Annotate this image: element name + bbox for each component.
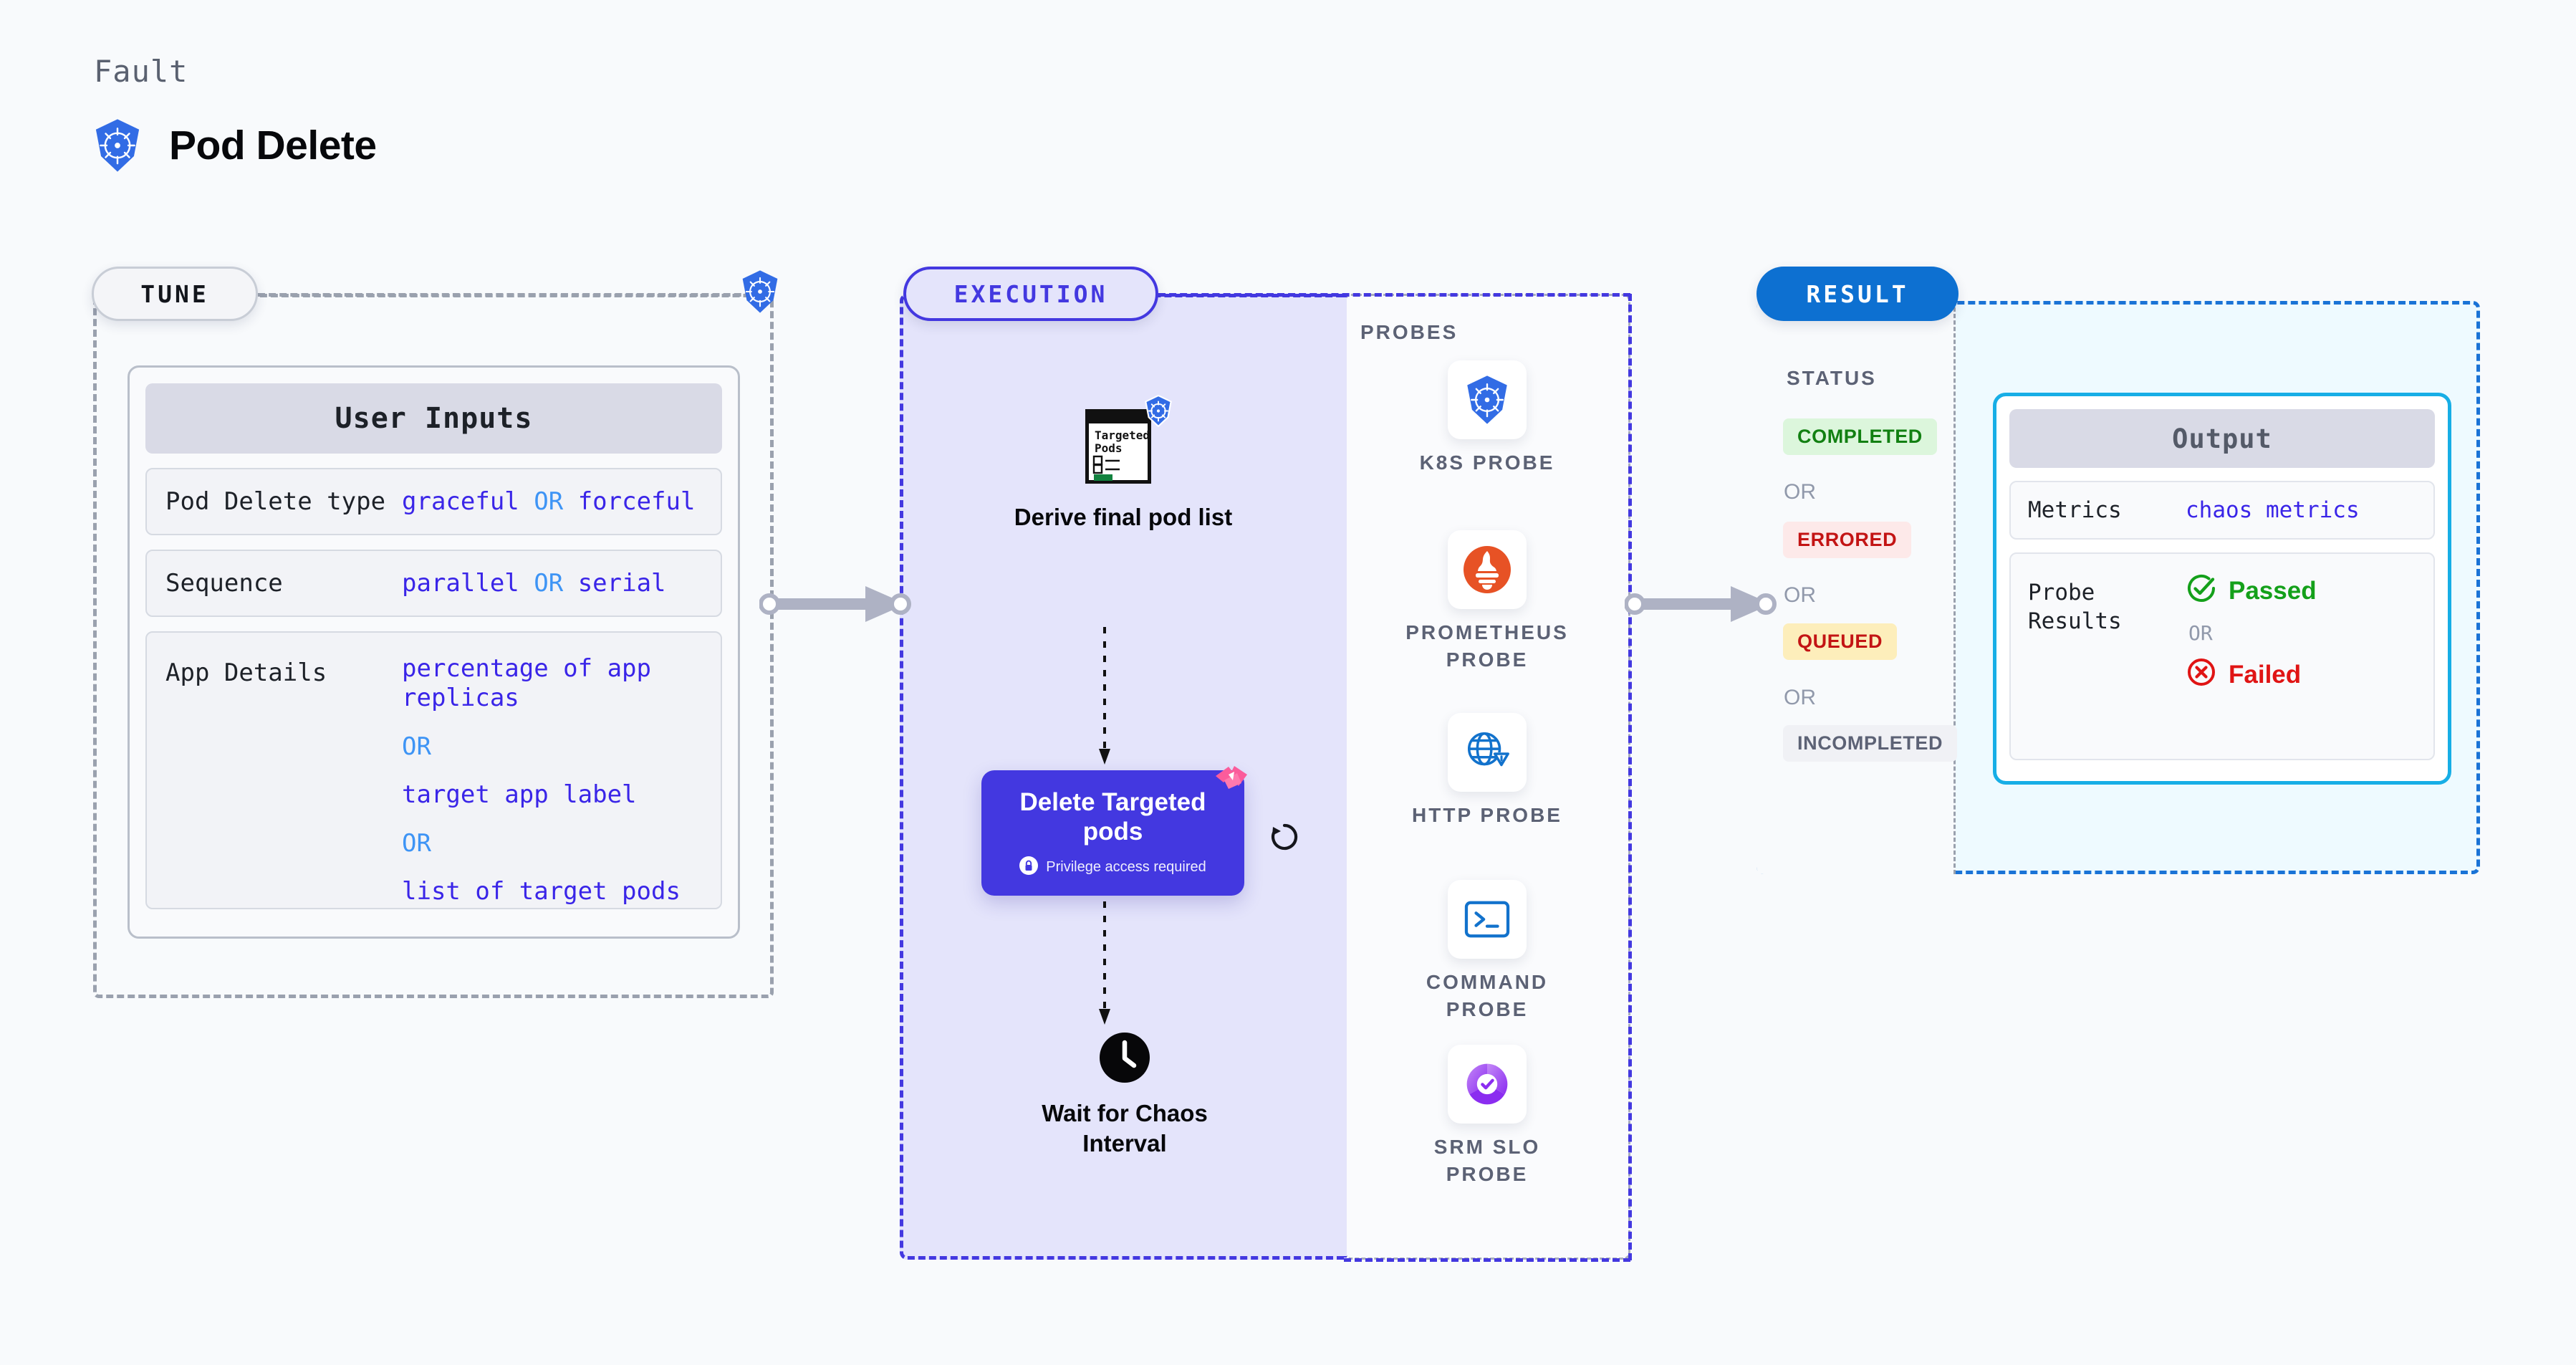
chaos-ribbon-icon <box>1213 765 1250 804</box>
status-badge-incompleted: INCOMPLETED <box>1783 725 1958 762</box>
probe-label: K8S PROBE <box>1419 451 1555 474</box>
derive-pod-list-caption: Derive final pod list <box>1014 504 1233 530</box>
probe-label: SRM SLO PROBE <box>1433 1136 1541 1185</box>
status-title: STATUS <box>1787 367 1877 389</box>
terminal-icon <box>1448 880 1527 959</box>
x-circle-icon <box>2186 656 2217 694</box>
or-separator: OR <box>1784 686 1816 709</box>
value-option: forceful <box>577 487 696 516</box>
srm-slo-donut-check-icon <box>1448 1045 1527 1124</box>
probe-k8s[interactable]: K8S PROBE <box>1365 360 1609 476</box>
input-row-app-details[interactable]: App Details percentage of app replicas O… <box>145 631 722 909</box>
flow-arrow-down <box>1097 901 1112 1030</box>
result-section-pill[interactable]: RESULT <box>1756 267 1959 321</box>
targeted-pods-document-icon: Targeted Pods <box>1082 394 1172 491</box>
output-row-probe-results[interactable]: Probe Results Passed OR <box>2009 552 2435 760</box>
or-separator: OR <box>402 732 431 761</box>
value-option: list of target pods <box>402 877 681 906</box>
value-option: percentage of app replicas <box>402 654 651 713</box>
check-circle-icon <box>2186 573 2217 610</box>
probe-label: HTTP PROBE <box>1412 804 1562 826</box>
result-status-column <box>1756 301 1956 874</box>
probe-result-passed: Passed <box>2186 573 2317 610</box>
probe-label: COMMAND PROBE <box>1426 971 1549 1020</box>
probe-srm-slo[interactable]: SRM SLO PROBE <box>1365 1045 1609 1188</box>
privilege-notice: Privilege access required <box>1019 856 1206 878</box>
status-badge-errored: ERRORED <box>1783 522 1912 558</box>
kubernetes-icon <box>1143 394 1173 431</box>
connector-execution-to-result <box>1624 582 1782 630</box>
value-option: target app label <box>402 780 637 810</box>
kubernetes-icon <box>1448 360 1527 439</box>
probe-command[interactable]: COMMAND PROBE <box>1365 880 1609 1023</box>
output-label: Metrics <box>2028 497 2122 523</box>
user-inputs-title: User Inputs <box>145 383 722 454</box>
output-card: Output Metrics chaos metrics Probe Resul… <box>1993 393 2451 785</box>
flow-arrow-down <box>1097 627 1112 770</box>
input-value: percentage of app replicas OR target app… <box>402 654 702 907</box>
or-separator: OR <box>402 828 431 858</box>
lock-icon <box>1019 856 1039 878</box>
svg-text:Targeted: Targeted <box>1095 428 1150 442</box>
page-title: Pod Delete <box>169 123 377 168</box>
connector-tune-to-execution <box>759 582 917 630</box>
wait-for-chaos-interval-node[interactable]: Wait for Chaos Interval <box>996 1032 1254 1159</box>
status-badge-completed: COMPLETED <box>1783 418 1937 455</box>
http-globe-warning-icon <box>1448 713 1527 792</box>
or-separator: OR <box>534 569 564 598</box>
kubernetes-icon <box>739 269 781 317</box>
probes-title: PROBES <box>1360 321 1458 343</box>
or-separator: OR <box>1784 480 1816 504</box>
output-label: Probe Results <box>2028 580 2122 635</box>
probe-result-failed-label: Failed <box>2229 661 2302 689</box>
value-option: serial <box>577 569 666 598</box>
tune-connector-line <box>258 293 774 297</box>
fault-title-row: Pod Delete <box>92 118 377 173</box>
execution-region-bottom-extension <box>1344 1258 1630 1262</box>
input-label: Pod Delete type <box>165 487 386 516</box>
kubernetes-icon <box>92 118 143 173</box>
execution-region-right-edge <box>1628 294 1632 1260</box>
input-row-pod-delete-type[interactable]: Pod Delete type graceful OR forceful <box>145 468 722 535</box>
probe-label: PROMETHEUS PROBE <box>1405 621 1569 671</box>
fault-label: Fault <box>94 54 188 89</box>
output-value: chaos metrics <box>2186 497 2360 523</box>
output-value: Passed OR Failed <box>2186 573 2317 694</box>
input-label: Sequence <box>165 569 283 598</box>
output-title: Output <box>2009 409 2435 468</box>
value-option: graceful <box>402 487 519 516</box>
output-row-metrics[interactable]: Metrics chaos metrics <box>2009 481 2435 540</box>
prometheus-icon <box>1448 530 1527 609</box>
probe-http[interactable]: HTTP PROBE <box>1365 713 1609 829</box>
input-value: parallel OR serial <box>402 569 666 598</box>
input-label: App Details <box>165 658 327 687</box>
execution-section-pill[interactable]: EXECUTION <box>903 267 1158 321</box>
input-row-sequence[interactable]: Sequence parallel OR serial <box>145 550 722 617</box>
or-separator: OR <box>534 487 564 516</box>
value-option: parallel <box>402 569 519 598</box>
privilege-notice-label: Privilege access required <box>1046 859 1206 876</box>
input-value: graceful OR forceful <box>402 487 695 516</box>
or-separator: OR <box>2188 621 2213 645</box>
status-badge-queued: QUEUED <box>1783 623 1898 660</box>
user-inputs-card: User Inputs Pod Delete type graceful OR … <box>128 365 740 939</box>
probe-result-failed: Failed <box>2186 656 2317 694</box>
loop-refresh-icon <box>1268 820 1301 857</box>
tune-section-pill[interactable]: TUNE <box>92 267 258 321</box>
probe-result-passed-label: Passed <box>2229 577 2317 605</box>
delete-node-title: Delete Targeted pods <box>1019 787 1206 846</box>
probe-prometheus[interactable]: PROMETHEUS PROBE <box>1365 530 1609 674</box>
execution-connector-line <box>1158 293 1630 297</box>
or-separator: OR <box>1784 583 1816 607</box>
derive-pod-list-node[interactable]: Targeted Pods <box>971 394 1275 531</box>
svg-text:Pods: Pods <box>1095 441 1123 455</box>
clock-icon <box>1099 1032 1150 1087</box>
delete-targeted-pods-node[interactable]: Delete Targeted pods Privilege access re… <box>981 766 1247 896</box>
wait-node-caption: Wait for Chaos Interval <box>1042 1100 1208 1157</box>
